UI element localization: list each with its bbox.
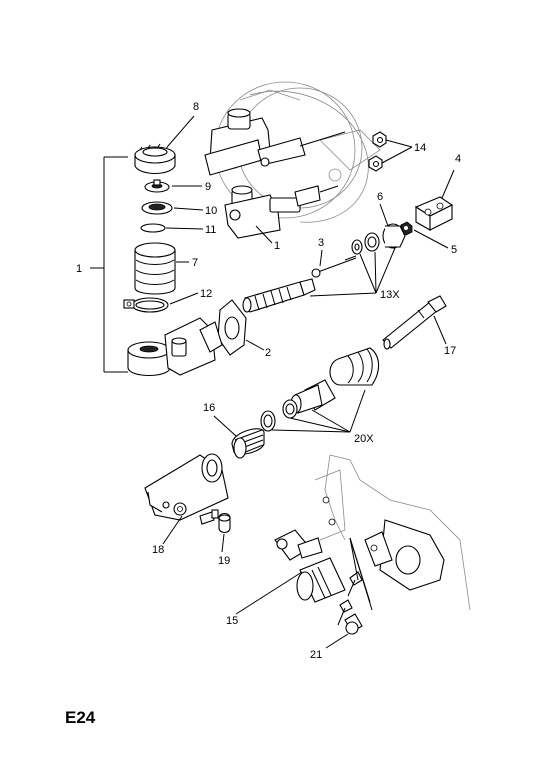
bleed-valve-19: [199, 509, 231, 534]
callout-17: 17: [444, 345, 456, 357]
callout-6: 6: [377, 191, 383, 203]
transmission-housing: [314, 454, 471, 611]
seal-rings-13x: [351, 223, 406, 255]
callout-11: 11: [205, 224, 216, 236]
callout-1-upper: 1: [274, 240, 280, 252]
callout-21: 21: [310, 649, 322, 661]
callout-1: 1: [76, 263, 82, 275]
shaft-17: [382, 295, 447, 350]
bolts: [337, 571, 363, 635]
slave-cylinder-parts: [260, 379, 336, 432]
diaphragm-9: [144, 179, 170, 193]
callout-14: 14: [414, 142, 426, 154]
reservoir-cap-8: [134, 143, 176, 175]
clutch-slave-cylinder-15: [274, 529, 346, 603]
nut-14: [368, 131, 387, 172]
callout-20x: 20X: [354, 433, 374, 445]
callout-19: 19: [218, 555, 230, 567]
ring-11: [140, 223, 166, 233]
callout-5: 5: [451, 244, 457, 256]
callout-2: 2: [265, 347, 271, 359]
push-rod-3: [311, 255, 357, 278]
dust-boot: [329, 347, 380, 386]
bracket-4: [414, 196, 454, 231]
brake-master-cylinder: [204, 108, 346, 176]
callout-16: 16: [203, 402, 215, 414]
hose-clamp-12: [123, 297, 169, 313]
seal-10: [141, 201, 173, 215]
slave-cylinder-housing-18: [144, 453, 229, 521]
callout-7: 7: [192, 257, 198, 269]
callout-4: 4: [455, 153, 461, 165]
cylinder-body: [127, 317, 223, 377]
clutch-master-cylinder-mounted: [224, 185, 339, 239]
callout-3: 3: [318, 237, 324, 249]
spring-16: [231, 428, 265, 459]
callout-13x: 13X: [380, 289, 400, 301]
callout-15: 15: [226, 615, 238, 627]
piston-assembly: [242, 278, 316, 313]
callout-8: 8: [193, 101, 199, 113]
page-code: E24: [65, 708, 96, 727]
callout-10: 10: [205, 205, 217, 217]
callout-18: 18: [152, 544, 164, 556]
callout-12: 12: [200, 288, 212, 300]
assembly-bracket-1: [90, 156, 128, 373]
callout-labels: 8 9 10 11 7 12 1 1 2 3 14 4 6 5 13X 17 1…: [76, 101, 461, 661]
reservoir-7: [134, 242, 176, 295]
gasket-2: [217, 299, 247, 356]
leader-lines: [162, 115, 455, 649]
callout-9: 9: [205, 181, 211, 193]
